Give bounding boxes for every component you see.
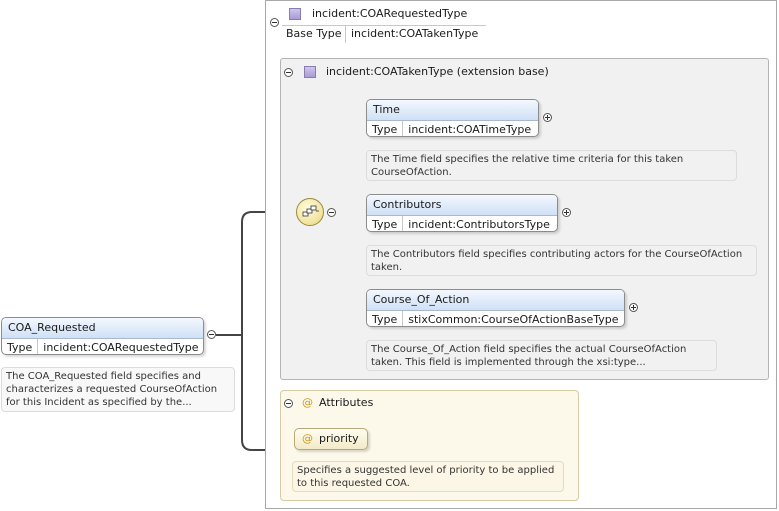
element-name: Time — [367, 100, 538, 121]
element-name: Contributors — [367, 195, 557, 216]
attribute-symbol: @ — [302, 432, 313, 445]
element-time[interactable]: Time Type incident:COATimeType — [366, 99, 539, 137]
collapse-icon[interactable] — [284, 399, 293, 408]
element-name: Course_Of_Action — [367, 290, 624, 311]
type-key: Type — [367, 121, 404, 136]
attribute-documentation: Specifies a suggested level of priority … — [292, 461, 564, 492]
attributes-title: @ Attributes — [302, 396, 373, 409]
element-documentation: The Course_Of_Action field specifies the… — [366, 340, 717, 371]
element-coa-requested[interactable]: COA_Requested Type incident:COARequested… — [1, 317, 204, 355]
divider — [345, 26, 346, 43]
base-type-value: incident:COATakenType — [351, 27, 479, 40]
divider — [282, 25, 486, 26]
sequence-compositor-icon[interactable] — [296, 198, 324, 226]
expand-icon[interactable] — [629, 303, 638, 312]
attributes-label: Attributes — [319, 396, 374, 409]
complex-type-name: incident:COARequestedType — [312, 7, 468, 20]
extension-title: incident:COATakenType (extension base) — [326, 65, 549, 78]
element-name: COA_Requested — [2, 318, 203, 339]
attribute-name: priority — [319, 432, 359, 445]
type-value: incident:ContributorsType — [408, 218, 550, 231]
element-documentation: The COA_Requested field specifies and ch… — [1, 367, 235, 412]
type-key: Type — [367, 216, 404, 231]
type-value: stixCommon:CourseOfActionBaseType — [408, 313, 619, 326]
complex-type-icon — [289, 8, 301, 20]
element-course-of-action[interactable]: Course_Of_Action Type stixCommon:CourseO… — [366, 289, 625, 327]
type-value: incident:COATimeType — [408, 123, 532, 136]
attribute-priority[interactable]: @ priority — [294, 428, 368, 450]
element-documentation: The Time field specifies the relative ti… — [366, 150, 737, 181]
type-key: Type — [367, 311, 404, 326]
collapse-icon[interactable] — [270, 18, 279, 27]
element-contributors[interactable]: Contributors Type incident:ContributorsT… — [366, 194, 558, 232]
collapse-icon[interactable] — [284, 68, 293, 77]
collapse-icon[interactable] — [207, 330, 216, 339]
type-key: Type — [2, 339, 39, 354]
collapse-icon[interactable] — [327, 208, 336, 217]
attribute-symbol: @ — [302, 396, 313, 409]
element-documentation: The Contributors field specifies contrib… — [366, 245, 757, 276]
complex-type-icon — [304, 66, 316, 78]
expand-icon[interactable] — [562, 208, 571, 217]
expand-icon[interactable] — [543, 113, 552, 122]
type-value: incident:COARequestedType — [43, 341, 199, 354]
base-type-key: Base Type — [286, 27, 342, 40]
